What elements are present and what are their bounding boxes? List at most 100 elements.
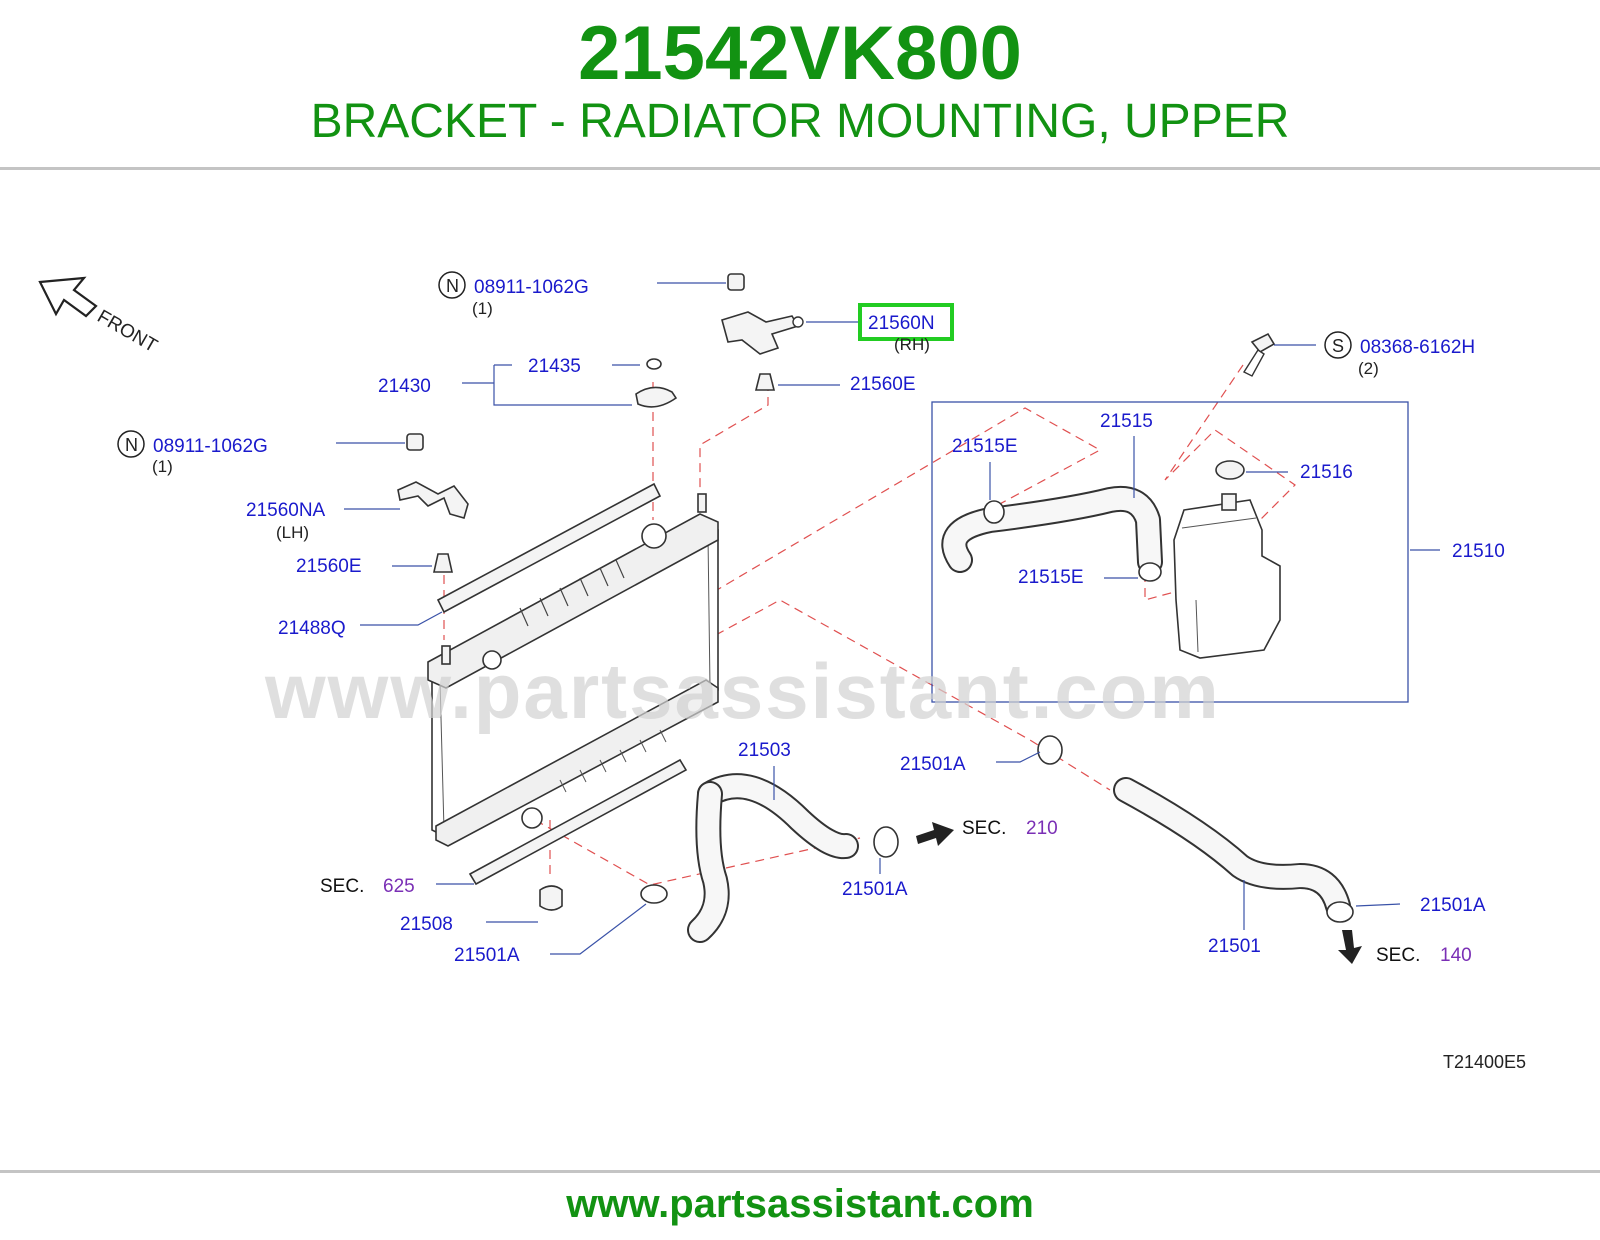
label-clamp-lower-center: 21501A <box>842 879 908 900</box>
label-reservoir-clamp-top: 21515E <box>952 436 1018 457</box>
cap-icon <box>635 386 678 408</box>
nut-top-symbol: N <box>446 276 459 296</box>
clamp-right-icon <box>1326 901 1354 923</box>
upper-tank-icon <box>427 513 719 689</box>
label-reservoir-cap: 21516 <box>1300 462 1353 483</box>
bracket-rh-icon <box>721 311 800 355</box>
filler-neck-icon <box>641 523 667 549</box>
reservoir-clamp-top-icon <box>983 500 1005 524</box>
clamp-lower-center-icon <box>873 826 899 858</box>
label-mount-lh: 21560E <box>296 556 362 577</box>
lower-outlet-icon <box>521 807 543 829</box>
lower-seal-strip-icon <box>468 758 688 886</box>
radiator <box>427 493 719 847</box>
reservoir-tank-icon <box>1173 499 1281 659</box>
label-screw: 08368-6162H <box>1360 337 1475 358</box>
label-hose-lower: 21503 <box>738 740 791 761</box>
mount-lh: 21560E <box>296 553 453 577</box>
label-reservoir-hose: 21515 <box>1100 411 1153 432</box>
label-nut-left: 08911-1062G <box>153 436 268 457</box>
label-nut-left-qty: (1) <box>152 457 173 476</box>
clamp-lower-center: 21501A SEC. 210 <box>842 818 1058 900</box>
seal-strip-icon <box>436 482 662 614</box>
nut-left-icon <box>406 433 424 451</box>
clamp-lower-left: 21501A <box>454 884 668 966</box>
label-screw-qty: (2) <box>1358 359 1379 378</box>
label-seal-strip: 21488Q <box>278 618 346 639</box>
highlight-box <box>858 303 954 341</box>
header-divider <box>0 167 1600 170</box>
label-nut-top-qty: (1) <box>472 299 493 318</box>
label-mount-rh: 21560E <box>850 374 916 395</box>
reservoir-cap-icon <box>1215 460 1245 480</box>
mount-rh-icon <box>754 373 776 391</box>
page-header: 21542VK800 BRACKET - RADIATOR MOUNTING, … <box>0 0 1600 168</box>
label-sec-right-num[interactable]: 140 <box>1440 945 1472 966</box>
bracket-rh: 21560N (RH) <box>721 303 954 355</box>
label-reservoir-tank: 21510 <box>1452 541 1505 562</box>
watermark: www.partsassistant.com <box>264 647 1221 735</box>
mount-lh-icon <box>433 553 453 573</box>
nut-top-icon <box>727 273 745 291</box>
mount-rh: 21560E <box>754 373 916 395</box>
hose-upper: 21501 <box>1113 777 1351 957</box>
label-reservoir-clamp-bottom: 21515E <box>1018 567 1084 588</box>
lower-tank-icon <box>435 679 719 847</box>
screw-shank-icon <box>1242 349 1265 377</box>
footer-divider <box>0 1170 1600 1173</box>
part-number-title: 21542VK800 <box>578 11 1022 96</box>
arrow-down-icon <box>1338 930 1362 964</box>
lower-seal-strip: SEC. 625 <box>320 758 688 897</box>
front-arrow-icon <box>38 276 98 318</box>
bracket-rh-hole-icon <box>792 316 804 328</box>
nut-top: N 08911-1062G (1) <box>438 271 745 318</box>
reservoir-assembly: 21510 21515 21515E 21515E 21516 <box>931 401 1505 703</box>
label-sec-center-num[interactable]: 210 <box>1026 818 1058 839</box>
reservoir-assembly-frame <box>931 401 1409 703</box>
upper-tank-ribs <box>519 559 625 627</box>
arrow-right-icon <box>916 822 954 846</box>
label-hose-upper: 21501 <box>1208 936 1261 957</box>
clamp-lower-left-icon <box>640 884 668 904</box>
nut-left: N 08911-1062G (1) <box>117 430 424 476</box>
clamp-center: 21501A <box>900 735 1063 775</box>
footer-url[interactable]: www.partsassistant.com <box>566 1182 1034 1226</box>
lower-mount: 21508 <box>400 885 563 935</box>
bracket-lh: 21560NA (LH) <box>246 481 469 542</box>
label-cap: 21430 <box>378 376 431 397</box>
hose-lower: 21503 <box>687 740 859 943</box>
label-nut-top: 08911-1062G <box>474 277 589 298</box>
clamp-center-icon <box>1037 735 1063 765</box>
label-bracket-lh-side: (LH) <box>276 523 309 542</box>
label-lower-mount: 21508 <box>400 914 453 935</box>
lower-tank-ribs <box>559 729 667 793</box>
pin-rh-icon <box>697 493 707 513</box>
seal-strip: 21488Q <box>278 482 662 639</box>
nut-left-symbol: N <box>125 435 138 455</box>
nut-top-symbol-circle <box>438 271 466 299</box>
bracket-lh-icon <box>397 481 469 519</box>
screw-symbol-circle <box>1324 331 1352 359</box>
upper-outlet-icon <box>482 650 502 670</box>
label-bracket-rh[interactable]: 21560N <box>868 313 935 334</box>
pin-lh-icon <box>441 645 451 665</box>
parts-diagram: FRONT N 08911-1062G (1) 21560N (RH) 2156… <box>0 240 1600 1100</box>
radiator-cap: 21435 21430 <box>378 356 678 408</box>
clamp-right: 21501A SEC. 140 <box>1326 895 1486 966</box>
label-sec-right: SEC. <box>1376 945 1420 966</box>
label-clamp-center: 21501A <box>900 754 966 775</box>
label-clamp-right: 21501A <box>1420 895 1486 916</box>
part-name-subtitle: BRACKET - RADIATOR MOUNTING, UPPER <box>310 95 1290 148</box>
lower-mount-icon <box>539 885 563 911</box>
tank-neck-icon <box>1221 493 1237 511</box>
screw: S 08368-6162H (2) <box>1242 331 1475 378</box>
cap-seal-icon <box>646 358 662 370</box>
screw-symbol: S <box>1332 336 1344 356</box>
reservoir-clamp-bottom-icon <box>1138 562 1162 582</box>
label-sec-left: SEC. <box>320 876 364 897</box>
screw-head-icon <box>1250 332 1276 354</box>
diagram-canvas <box>0 240 1600 1100</box>
label-bracket-lh: 21560NA <box>246 500 326 521</box>
label-sec-left-num[interactable]: 625 <box>383 876 415 897</box>
drawing-code: T21400E5 <box>1443 1052 1526 1072</box>
